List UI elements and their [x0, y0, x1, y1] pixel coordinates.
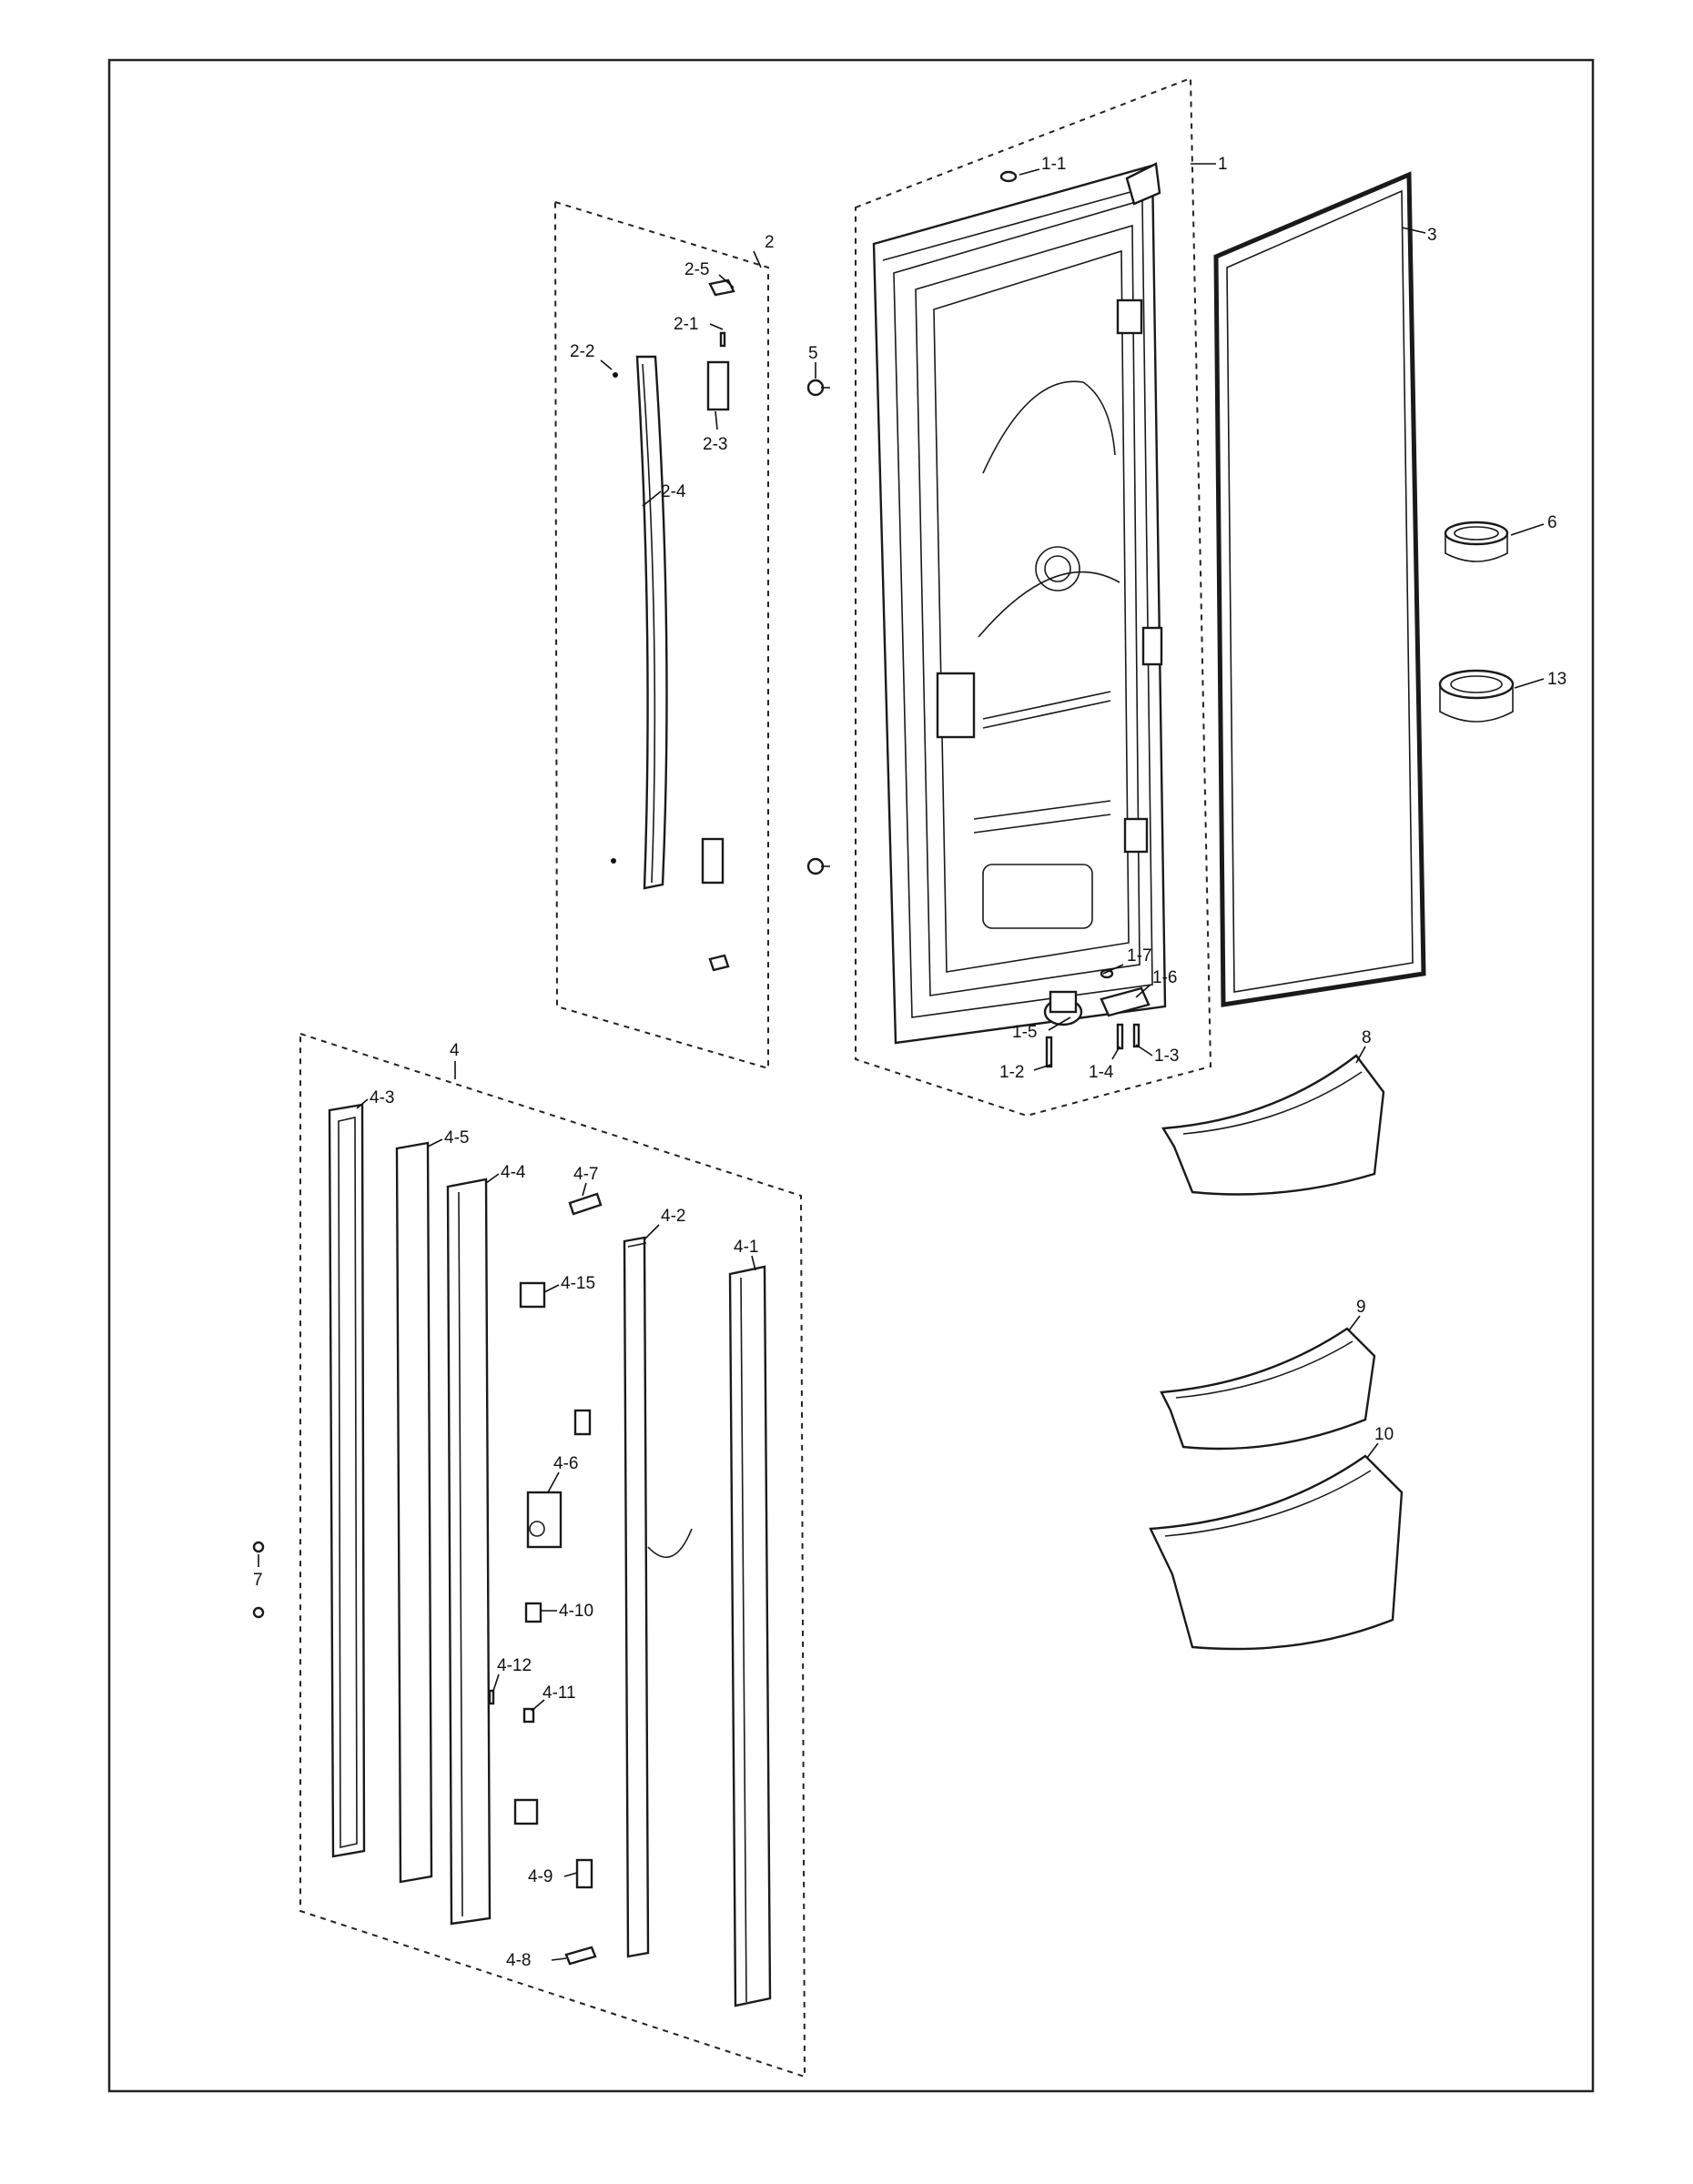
part-2-3-bracket-lower	[701, 837, 725, 885]
callout-4-10: 4-10	[559, 1602, 593, 1621]
callout-1-1: 1-1	[1041, 155, 1066, 174]
part-2-fastener	[708, 954, 730, 972]
callout-3: 3	[1427, 226, 1437, 245]
part-4-1	[728, 1265, 772, 2007]
callout-4-12: 4-12	[497, 1656, 532, 1675]
part-4-9	[575, 1858, 593, 1889]
part-4-bracket-a	[573, 1409, 592, 1436]
part-5-screw	[806, 379, 830, 397]
callout-1: 1	[1218, 155, 1228, 174]
part-1-1	[999, 170, 1018, 183]
callout-2-3: 2-3	[703, 435, 727, 454]
part-4-2	[623, 1236, 693, 1958]
part-4-8	[564, 1946, 597, 1966]
part-7-bottom	[252, 1606, 265, 1619]
callout-7: 7	[253, 1571, 263, 1590]
callout-13: 13	[1547, 670, 1566, 689]
part-4-bracket-b	[513, 1798, 539, 1825]
callout-1-6: 1-6	[1152, 968, 1177, 987]
callout-4-1: 4-1	[734, 1238, 758, 1257]
callout-4: 4	[450, 1041, 460, 1060]
callout-4-6: 4-6	[553, 1454, 578, 1473]
part-1-2	[1045, 1036, 1053, 1068]
part-4-5	[395, 1141, 433, 1884]
part-4-7	[568, 1192, 603, 1216]
callout-4-5: 4-5	[444, 1128, 469, 1148]
callout-4-3: 4-3	[370, 1088, 394, 1107]
part-1-6	[1100, 986, 1151, 1017]
callout-8: 8	[1362, 1028, 1372, 1047]
callout-9: 9	[1356, 1298, 1366, 1317]
part-6-ring	[1444, 521, 1509, 562]
callout-1-3: 1-3	[1154, 1046, 1179, 1066]
part-4-6	[526, 1491, 563, 1549]
callout-4-4: 4-4	[501, 1163, 526, 1182]
part-1-5	[1043, 990, 1083, 1026]
callout-4-7: 4-7	[573, 1165, 598, 1184]
callout-4-11: 4-11	[542, 1684, 576, 1703]
part-2-4-handle	[635, 355, 668, 890]
callout-2-2: 2-2	[570, 342, 594, 361]
part-7-top	[252, 1541, 265, 1553]
part-4-3	[328, 1103, 366, 1858]
part-2-1	[719, 331, 726, 348]
part-2-3-bracket	[706, 360, 730, 411]
part-3-gasket	[1213, 171, 1426, 1007]
part-9-door-bin	[1160, 1327, 1376, 1451]
callout-4-8: 4-8	[506, 1951, 531, 1970]
callout-1-5: 1-5	[1012, 1023, 1037, 1042]
part-2-2	[613, 372, 618, 378]
callout-10: 10	[1374, 1425, 1394, 1444]
callout-2: 2	[765, 233, 775, 252]
part-1-3	[1132, 1023, 1140, 1048]
group-2-boundary	[553, 200, 769, 1070]
callout-4-2: 4-2	[661, 1207, 685, 1226]
callout-4-15: 4-15	[561, 1274, 595, 1293]
part-1-7	[1100, 968, 1114, 979]
callout-6: 6	[1547, 513, 1557, 532]
callout-1-7: 1-7	[1127, 946, 1151, 966]
group-4-boundary	[299, 1032, 806, 2078]
door-liner	[872, 162, 1167, 1045]
part-2-5	[708, 278, 735, 297]
callout-1-2: 1-2	[999, 1063, 1024, 1082]
drawing-frame	[107, 58, 1595, 2093]
part-1-4	[1116, 1023, 1124, 1050]
part-4-10	[524, 1602, 542, 1623]
part-4-4	[446, 1178, 492, 1926]
part-4-12	[488, 1689, 495, 1705]
part-4-11	[522, 1707, 535, 1724]
part-13-ring	[1438, 669, 1515, 723]
part-10-door-bin	[1149, 1454, 1404, 1651]
callout-2-1: 2-1	[674, 315, 698, 334]
callout-4-9: 4-9	[528, 1867, 553, 1886]
part-4-15	[519, 1281, 546, 1309]
callout-2-4: 2-4	[661, 482, 686, 501]
group-1-boundary	[855, 76, 1212, 1117]
part-8-door-bin	[1161, 1054, 1385, 1196]
callout-2-5: 2-5	[684, 260, 709, 279]
callout-1-4: 1-4	[1089, 1063, 1114, 1082]
callout-5: 5	[808, 344, 818, 363]
part-5-screw-lower	[806, 857, 830, 875]
